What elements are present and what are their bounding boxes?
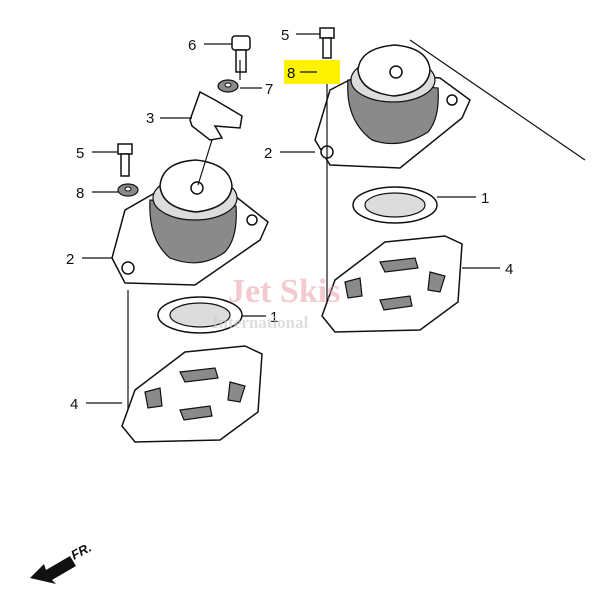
right-plate-slot-1 [379, 257, 419, 273]
reference-line [409, 39, 586, 161]
left-washer-inner [169, 302, 231, 328]
callout-7: 7 [265, 81, 273, 98]
right-bolt-shank [322, 37, 332, 59]
left-mount-bolt-hole-2 [246, 214, 258, 226]
watermark-brand: Jet Skis [228, 273, 340, 310]
callout-3: 3 [146, 110, 154, 127]
callout-2-left: 2 [66, 251, 74, 268]
bracket-group [189, 35, 251, 186]
right-mount-center-hole [389, 65, 403, 79]
left-plate-slot-1 [179, 367, 219, 383]
bolt-6-head [231, 35, 251, 51]
left-nut-hole [124, 186, 132, 192]
right-plate-slot-4 [344, 277, 363, 299]
callout-5-right: 5 [281, 27, 289, 44]
left-mount-group [111, 143, 269, 443]
callout-2-right: 2 [264, 145, 272, 162]
washer-7-hole [224, 82, 232, 88]
callout-1-left: 1 [270, 309, 278, 326]
left-bolt-shank [120, 153, 130, 177]
leader-lines [82, 33, 500, 404]
right-washer-inner [364, 192, 426, 218]
right-bolt-head [319, 27, 335, 39]
left-plate-slot-4 [144, 387, 163, 409]
bracket-guide [197, 139, 213, 186]
left-bolt-head [117, 143, 133, 155]
left-plate-slot-2 [227, 381, 246, 403]
right-plate [321, 235, 463, 333]
watermark-sub: International [212, 313, 309, 332]
callout-6: 6 [188, 37, 196, 54]
bracket-3 [189, 90, 243, 141]
front-arrow: FR. [30, 540, 94, 584]
callout-4-left: 4 [70, 396, 78, 413]
right-mount-group [314, 27, 471, 333]
callout-4-right: 4 [505, 261, 513, 278]
left-plate-slot-3 [179, 405, 213, 421]
bolt-6-shank [235, 49, 247, 73]
callout-5-left: 5 [76, 145, 84, 162]
left-plate [121, 345, 263, 443]
right-plate-slot-2 [427, 271, 446, 293]
left-mount-center-hole [190, 181, 204, 195]
front-arrow-icon [30, 556, 76, 584]
front-direction-label: FR. [68, 540, 94, 563]
right-plate-slot-3 [379, 295, 413, 311]
callout-8-right: 8 [287, 65, 295, 82]
left-mount-bolt-hole [121, 261, 135, 275]
right-mount-bolt-hole-2 [446, 94, 458, 106]
callout-8-left: 8 [76, 185, 84, 202]
callout-1-right: 1 [481, 190, 489, 207]
